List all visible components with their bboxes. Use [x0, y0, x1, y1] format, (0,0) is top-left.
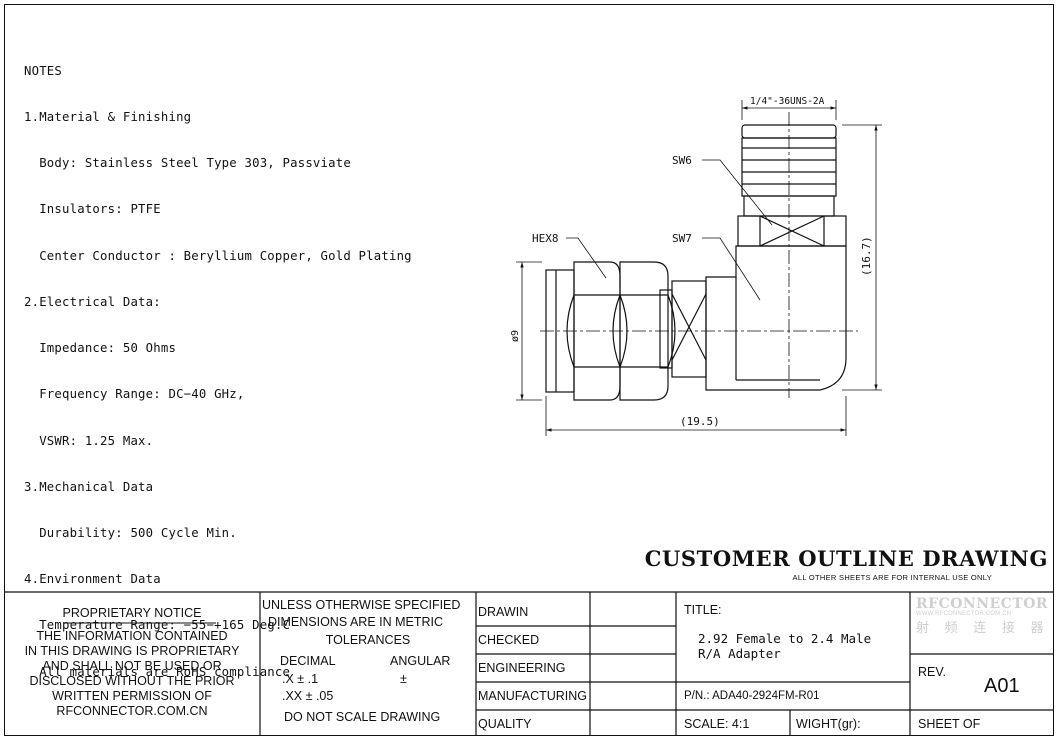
drawing-title: CUSTOMER OUTLINE DRAWING: [644, 546, 1048, 571]
sw7-label: SW7: [672, 232, 692, 245]
decimal-label: DECIMAL: [280, 654, 336, 668]
note-line: 2.Electrical Data:: [24, 294, 161, 309]
logo-url: WWW.RFCONNECTOR.COM.CN: [916, 611, 1012, 617]
unless-specified: UNLESS OTHERWISE SPECIFIED: [262, 598, 461, 612]
sw7-body: [671, 280, 707, 378]
role-manufacturing: MANUFACTURING: [478, 689, 588, 703]
scale: SCALE: 4:1: [684, 717, 750, 731]
proprietary-heading: PROPRIETARY NOTICE: [62, 606, 202, 620]
proprietary-text: THE INFORMATION CONTAINED IN THIS DRAWIN…: [4, 629, 260, 719]
logo-name: RFCONNECTOR: [916, 596, 1049, 612]
note-line: Frequency Range: DC−40 GHz,: [24, 387, 245, 402]
drawing-subtitle: ALL OTHER SHEETS ARE FOR INTERNAL USE ON…: [792, 573, 992, 582]
note-line: Center Conductor : Beryllium Copper, Gol…: [24, 248, 412, 263]
tolerance-xx: .XX ± .05: [282, 689, 334, 703]
hex-nut-right: [619, 261, 669, 401]
proprietary-line: THE INFORMATION CONTAINED: [36, 629, 228, 643]
note-line: Body: Stainless Steel Type 303, Passviat…: [24, 156, 351, 171]
note-line: 4.Environment Data: [24, 572, 161, 587]
drawing-frame: [4, 4, 1054, 736]
do-not-scale: DO NOT SCALE DRAWING: [284, 710, 441, 724]
center-lines: [540, 112, 858, 398]
role-engineering: ENGINEERING: [478, 661, 566, 675]
notes-block: NOTES 1.Material & Finishing Body: Stain…: [24, 33, 412, 695]
note-line: 1.Material & Finishing: [24, 110, 192, 125]
note-line: NOTES: [24, 63, 63, 78]
proprietary-line: WRITTEN PERMISSION OF: [52, 689, 212, 703]
elbow-body: [705, 245, 847, 391]
note-line: All materials are RoHS compliance: [24, 664, 291, 679]
proprietary-line: DISCLOSED WITHOUT THE PRIOR: [29, 674, 235, 688]
weight: WIGHT(gr):: [796, 717, 861, 731]
metric-note: DIMENSIONS ARE IN METRIC: [268, 615, 444, 629]
role-quality: QUALITY: [478, 717, 532, 731]
note-line: Temperature Range: −55−+165 Deg.C: [24, 618, 291, 633]
hex8-label: HEX8: [532, 232, 559, 245]
length-dimension: (19.5): [680, 415, 720, 428]
part-title-line2: R/A Adapter: [698, 646, 781, 661]
note-line: 3.Mechanical Data: [24, 479, 154, 494]
logo-chinese: 射 频 连 接 器: [916, 620, 1050, 635]
title-label: TITLE:: [684, 603, 722, 617]
part-number: P/N.: ADA40-2924FM-R01: [684, 690, 820, 702]
neck: [659, 289, 673, 369]
tolerances-heading: TOLERANCES: [325, 633, 411, 647]
proprietary-line: RFCONNECTOR.COM.CN: [56, 704, 208, 718]
sheet-label: SHEET OF: [918, 717, 981, 731]
tolerance-x: .X ± .1: [282, 672, 319, 686]
thread-label: 1/4"-36UNS-2A: [750, 96, 825, 107]
angular-label: ANGULAR: [390, 654, 451, 668]
proprietary-line: AND SHALL NOT BE USED OR: [42, 659, 222, 673]
title-block-grid: [4, 591, 1054, 736]
note-line: Durability: 500 Cycle Min.: [24, 526, 237, 540]
diameter-dimension: ø9: [510, 330, 521, 342]
connector-body: [545, 124, 847, 401]
sw6-label: SW6: [672, 154, 692, 167]
company-logo: RFCONNECTOR WWW.RFCONNECTOR.COM.CN 射 频 连…: [916, 596, 1052, 654]
proprietary-line: IN THIS DRAWING IS PROPRIETARY: [24, 644, 240, 658]
hex-nut-left: [573, 261, 621, 401]
note-line: Insulators: PTFE: [24, 202, 161, 217]
role-drawn: DRAWIN: [478, 605, 529, 619]
dimension-lines: [516, 100, 882, 436]
rev-value: A01: [984, 675, 1020, 697]
height-dimension: (16.7): [860, 236, 873, 276]
role-checked: CHECKED: [478, 633, 540, 647]
part-title-line1: 2.92 Female to 2.4 Male: [698, 631, 872, 646]
rev-label: REV.: [918, 665, 947, 679]
tolerance-angle: ±: [400, 672, 407, 686]
note-line: Impedance: 50 Ohms: [24, 341, 177, 356]
note-line: VSWR: 1.25 Max.: [24, 433, 154, 448]
